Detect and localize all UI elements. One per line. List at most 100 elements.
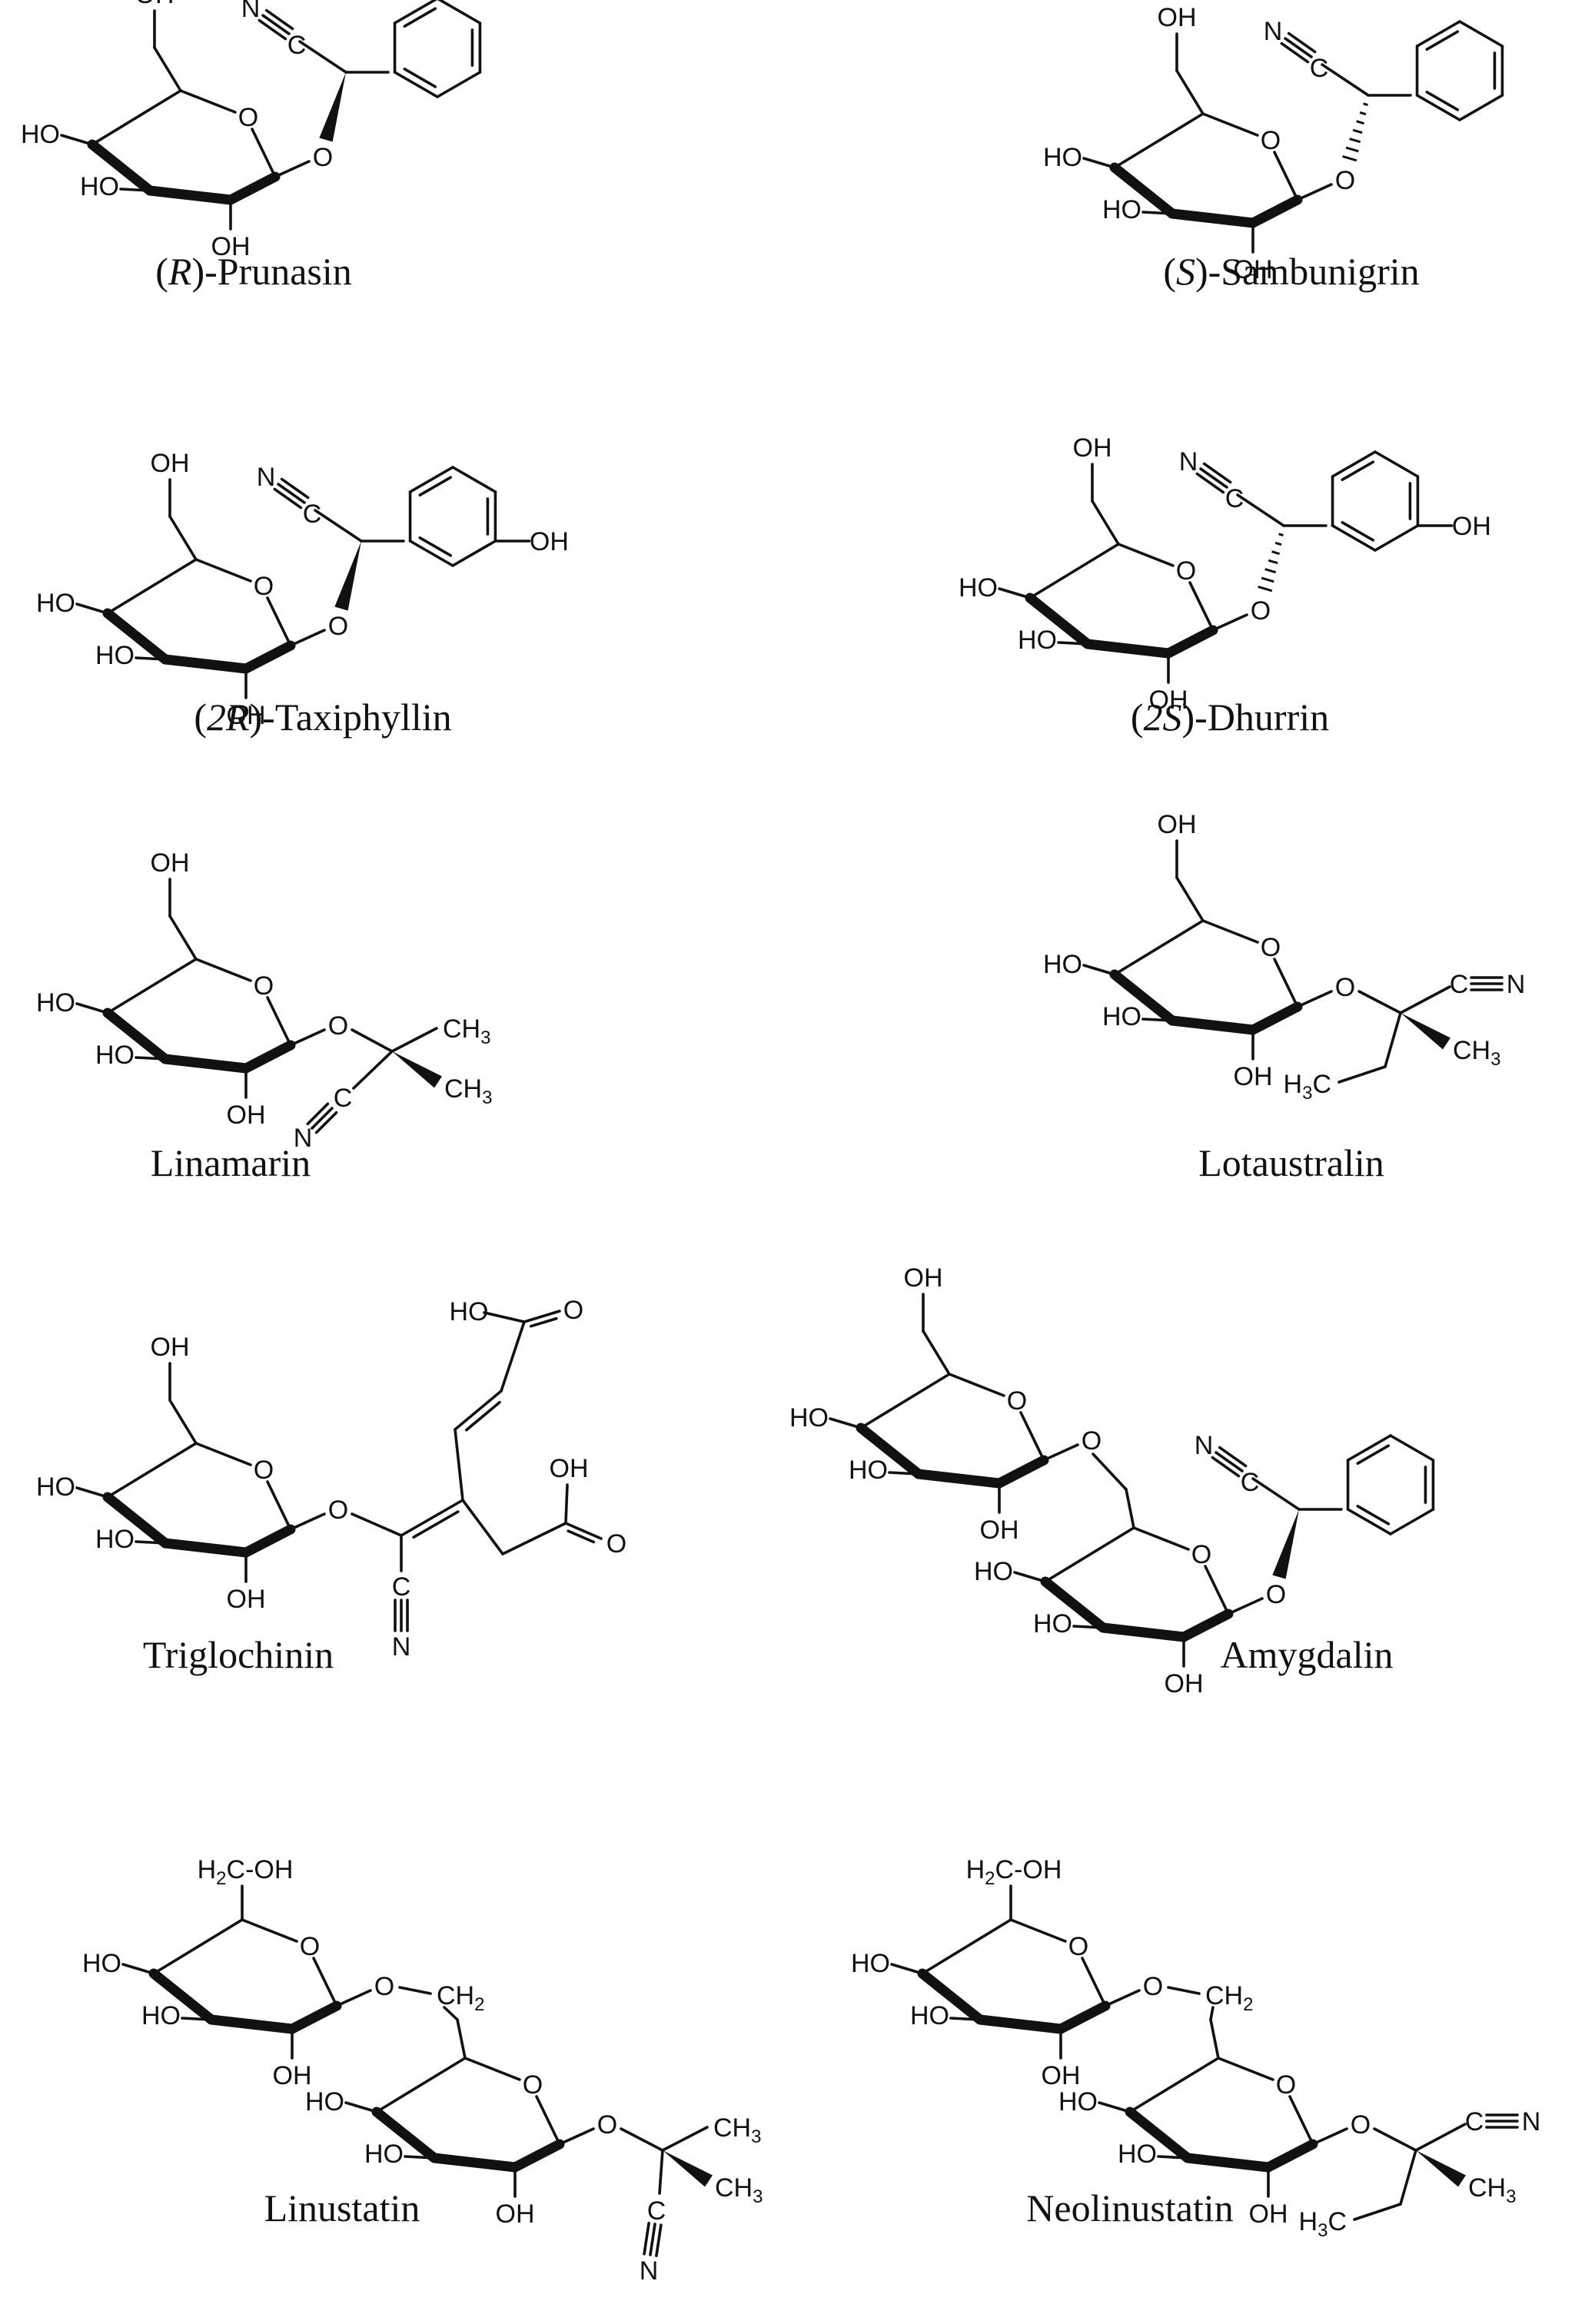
bond-line xyxy=(1399,985,1451,1014)
hydroxyl-label: HO xyxy=(1102,195,1141,224)
bond-line xyxy=(1384,1011,1402,1068)
bond-line xyxy=(1458,20,1504,48)
bond-line xyxy=(510,2139,565,2173)
wedge-bond xyxy=(1272,1509,1299,1579)
nitrile-carbon-label: C xyxy=(1225,484,1244,513)
glycosidic-oxygen-label: O xyxy=(313,143,333,172)
bond-line xyxy=(181,2017,213,2021)
bond-line xyxy=(398,1986,432,1995)
hydroxyl-label: HO xyxy=(305,2087,344,2116)
hydroxyl-label: HO xyxy=(450,1297,489,1326)
bond-line xyxy=(75,1002,109,1014)
bond-line xyxy=(1331,450,1377,478)
double-bond-line xyxy=(1341,521,1375,542)
triple-bond-line xyxy=(1199,467,1228,489)
compound-name: (2S)-Dhurrin xyxy=(1131,696,1329,739)
bond-line xyxy=(1288,2095,1314,2146)
wedge-bond xyxy=(663,2150,713,2187)
wedge-bond xyxy=(1416,2150,1466,2187)
triple-bond-line xyxy=(643,2222,650,2256)
bond-line xyxy=(1125,1488,1135,1529)
bond-line xyxy=(1346,1434,1392,1462)
nitrile-nitrogen-label: N xyxy=(294,1124,313,1153)
bond-line xyxy=(351,1512,403,1537)
bond-line xyxy=(1082,639,1174,659)
hydroxyphenyl-ring: OH xyxy=(408,466,569,567)
double-bond-line xyxy=(1425,30,1460,51)
aglycone: CN xyxy=(1264,17,1504,162)
hydroxyl-label: OH xyxy=(227,701,266,730)
bond-line xyxy=(266,996,292,1047)
compound-name: Linustatin xyxy=(264,2186,420,2229)
bond-line xyxy=(314,509,363,543)
compound-name: (S)-Sambunigrin xyxy=(1163,250,1419,293)
hydroxyl-label: HO xyxy=(21,120,60,149)
hydroxyl-label: HO xyxy=(1058,2087,1098,2116)
bond-line xyxy=(152,1918,244,1975)
bond-line xyxy=(106,958,198,1014)
bond-line xyxy=(1028,543,1120,599)
hydroxyl-label: OH xyxy=(1073,433,1112,463)
bond-line xyxy=(206,2014,297,2034)
hydroxyl-label: HO xyxy=(851,1949,890,1978)
bond-line xyxy=(437,0,482,25)
glycosidic-oxygen-label: O xyxy=(1082,1426,1102,1456)
hydroxyl-label: OH xyxy=(530,527,569,556)
hydroxyl-label: OH xyxy=(1042,2061,1081,2090)
bond-line xyxy=(564,1483,569,1525)
bond-line xyxy=(1311,2127,1348,2146)
bond-line xyxy=(102,608,171,665)
bond-line xyxy=(121,1963,155,1975)
double-bond-line xyxy=(529,1316,558,1328)
bond-line xyxy=(312,1957,338,2007)
nitrile-carbon-label: C xyxy=(1241,1468,1260,1497)
nitrile-nitrogen-label: N xyxy=(241,0,261,23)
bond-line xyxy=(400,1499,464,1537)
bond-line xyxy=(1040,1576,1108,1633)
hydroxymethyl-label: H2C-OH xyxy=(198,1855,294,1889)
bond-line xyxy=(913,1469,1005,1489)
bond-line xyxy=(1273,151,1299,201)
bond-line xyxy=(1415,94,1461,121)
bond-line xyxy=(1399,2149,1417,2206)
bond-line xyxy=(251,128,277,178)
hash-stroke xyxy=(1352,128,1363,134)
bond-line xyxy=(287,2000,342,2034)
bond-line xyxy=(344,2101,378,2113)
bond-line xyxy=(1098,2101,1131,2113)
bond-line xyxy=(404,2155,436,2160)
bond-line xyxy=(1236,493,1285,527)
bond-line xyxy=(451,540,497,567)
hydroxyl-label: OH xyxy=(151,449,190,478)
triple-bond-line xyxy=(314,1111,338,1134)
hydroxyl-label: OH xyxy=(1165,1669,1204,1698)
ring-oxygen-label: O xyxy=(1007,1386,1027,1416)
wedge-bond xyxy=(1401,1013,1450,1050)
bond-line xyxy=(1098,1622,1189,1642)
bond-line xyxy=(75,603,109,615)
glycosidic-oxygen-label: O xyxy=(597,2110,617,2140)
bond-line xyxy=(523,1310,561,1323)
glycosidic-oxygen-label: O xyxy=(1251,596,1271,626)
bond-line xyxy=(1175,69,1205,115)
bond-line xyxy=(1167,1986,1201,1995)
bond-line xyxy=(1044,1526,1135,1583)
compound-name: Amygdalin xyxy=(1221,1633,1394,1676)
glycosidic-oxygen-label: O xyxy=(328,1011,348,1041)
hydroxyl-label: OH xyxy=(496,2200,535,2229)
hydroxyl-label: HO xyxy=(974,1557,1013,1586)
triple-bond-line xyxy=(264,8,294,31)
bond-line xyxy=(994,1455,1049,1489)
bond-line xyxy=(558,2127,595,2146)
hydroxyl-label: HO xyxy=(36,988,75,1018)
bond-line xyxy=(335,1989,372,2007)
hydroxyl-label: OH xyxy=(1158,810,1197,839)
